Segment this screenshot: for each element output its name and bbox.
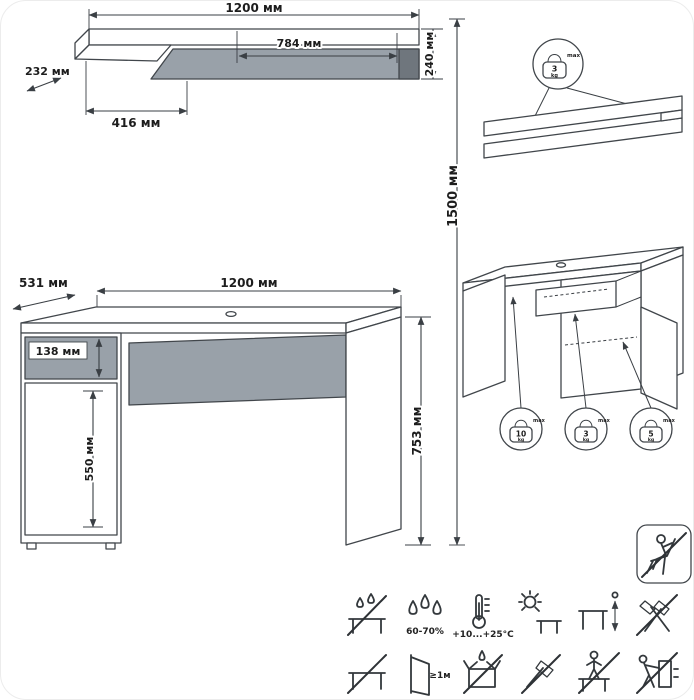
cabinet-foot [105,542,116,550]
wall-shelf-drawing: 1200 мм 784 мм 232 мм 416 мм 240 мм [23,1,443,132]
open-door-3d [640,306,678,410]
desk-right-leg [345,316,402,546]
desk-depth-label: 531 мм [19,276,68,290]
shelf-load-unit: kg [551,73,558,79]
desk-back-panel [128,334,347,406]
shelf-opening-label: 784 мм [277,37,322,50]
keep-dry-icon [463,650,503,694]
cabinet-shelf-load-note: max [663,418,676,424]
no-impact-icon [521,654,561,694]
desktop-front-edge [20,322,347,334]
heat-distance-icon: ≥1м [410,654,451,696]
desktop-load-value: 10 [516,430,526,439]
shelf-top-board [88,28,420,46]
cabinet-shelf-load-value: 5 [648,430,653,439]
no-tilting-chair-icon [636,524,692,584]
no-direct-sunlight-icon [518,590,562,634]
shelf-depth-label: 232 мм [25,65,70,78]
desk-height-label: 753 мм [410,407,424,456]
shelf-end-cap [398,48,420,80]
drawer-load-value: 3 [583,430,588,439]
cabinet-foot [26,542,37,550]
no-tilt-icon [347,654,387,694]
drawer-height-label: 138 мм [36,345,81,358]
shelf-side-section-label: 416 мм [112,116,161,130]
drawer-load-badge: 3 kg max [564,407,611,451]
door-height-label: 550 мм [83,437,96,482]
desktop-load-unit: kg [518,437,524,443]
shelf-load-note: max [567,53,580,59]
shelf-gray-panel [150,48,420,80]
no-climbing-icon [578,650,620,694]
total-height-dimension: 1500 мм [444,18,465,546]
desk-width-label: 1200 мм [220,276,277,290]
desk-3d-view: 10 kg max 3 kg max 5 kg max [462,246,684,451]
humidity-icon: 60-70% [406,594,444,637]
shelf-width-label: 1200 мм [225,1,282,15]
desk-drawing: 531 мм 1200 мм 138 мм 550 мм 753 мм [12,274,431,550]
shelf-height-label: 240 мм [423,32,436,77]
desk-door [24,382,118,536]
total-height-label: 1500 мм [446,165,461,227]
shelf-underside [74,44,172,62]
no-hammer-assembly-icon [636,594,678,636]
cabinet-shelf-load-badge: 5 kg max [629,407,676,451]
temperature-caption: +10...+25°C [452,630,514,640]
level-adjust-icon [578,591,619,632]
open-drawer-3d [535,280,617,317]
care-icons-grid: 60-70% +10...+25°C [347,590,679,696]
no-dragging-icon [636,652,679,694]
heat-distance-caption: ≥1м [429,671,450,681]
desktop-load-badge: 10 kg max [499,407,546,451]
cable-grommet-3d [555,262,567,268]
cable-grommet [225,310,237,318]
cabinet-shelf-load-unit: kg [648,437,654,443]
shelf-load-value: 3 [552,65,558,74]
temperature-icon: +10...+25°C [452,594,514,640]
desktop-top [20,306,402,324]
shelf-3d-view: 3 kg max [483,38,683,159]
drawer-load-unit: kg [583,437,589,443]
desktop-load-note: max [533,418,546,424]
shelf-load-badge: 3 kg max [532,38,584,90]
drawer-load-note: max [598,418,611,424]
humidity-caption: 60-70% [406,627,444,637]
no-liquids-icon [347,593,387,636]
